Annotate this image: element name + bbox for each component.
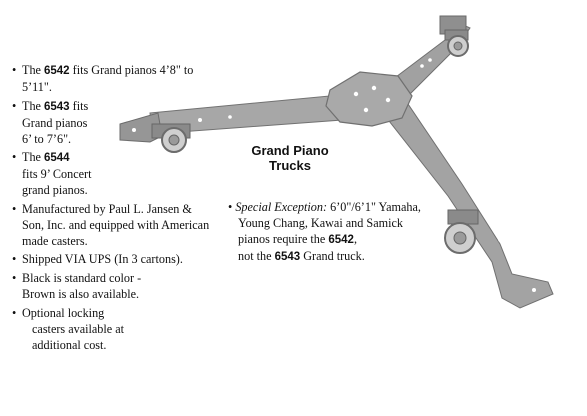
model-number: 6542	[328, 234, 354, 246]
list-item: The 6542 fits Grand pianos 4’8" to 5’11"…	[12, 62, 212, 95]
list-text: fits	[69, 98, 89, 113]
list-text: The	[22, 150, 44, 165]
list-text: Manufactured by Paul L. Jansen &	[22, 201, 192, 216]
product-title: Grand Piano Trucks	[238, 143, 342, 173]
note-text: ,	[353, 232, 357, 246]
list-text: Son, Inc. and equipped with American	[22, 217, 210, 232]
title-line: Trucks	[269, 158, 311, 173]
model-number: 6543	[44, 100, 70, 113]
list-text: casters available at	[32, 321, 125, 336]
list-text: fits Grand pianos 4’8" to 5’11".	[22, 63, 194, 94]
list-text: additional cost.	[32, 337, 107, 352]
list-text: Black is standard color -	[22, 270, 142, 285]
list-text: Shipped VIA UPS (In 3 cartons).	[22, 252, 183, 267]
list-text: Grand pianos	[22, 115, 88, 130]
note-text: pianos require the	[238, 232, 329, 246]
truck-center-plate	[325, 71, 413, 127]
exception-label: Special Exception:	[235, 200, 328, 214]
caster-lower-right	[444, 209, 479, 254]
title-line: Grand Piano	[251, 143, 329, 158]
note-text: 6’0"/6’1" Yamaha,	[327, 200, 421, 214]
list-text: Optional locking	[22, 305, 105, 320]
note-text: Grand truck.	[300, 249, 365, 263]
note-text: not the	[238, 249, 275, 263]
list-text: grand pianos.	[22, 183, 88, 198]
list-item: Optional locking casters available at ad…	[12, 305, 212, 353]
special-exception-note: • Special Exception: 6’0"/6’1" Yamaha, Y…	[228, 199, 448, 265]
list-item: Manufactured by Paul L. Jansen & Son, In…	[12, 201, 212, 249]
model-number: 6543	[274, 251, 301, 263]
list-item: The 6543 fits Grand pianos 6’ to 7’6".	[12, 98, 212, 147]
truck-arm-lower-right	[381, 103, 554, 309]
model-number: 6542	[44, 65, 70, 77]
model-number: 6544	[44, 152, 70, 165]
list-item: Black is standard color - Brown is also …	[12, 270, 212, 302]
list-text: Brown is also available.	[22, 286, 140, 301]
list-item: The 6544 fits 9’ Concert grand pianos.	[12, 149, 212, 198]
list-text: The	[22, 63, 44, 77]
list-text: fits 9’ Concert	[22, 167, 92, 182]
note-text: Young Chang, Kawai and Samick	[238, 216, 403, 230]
caster-top-right	[444, 29, 469, 57]
list-text: 6’ to 7’6".	[22, 131, 72, 146]
feature-list: The 6542 fits Grand pianos 4’8" to 5’11"…	[12, 62, 212, 355]
list-item: Shipped VIA UPS (In 3 cartons).	[12, 251, 212, 267]
list-text: The	[22, 98, 44, 113]
list-text: made casters.	[22, 233, 88, 248]
